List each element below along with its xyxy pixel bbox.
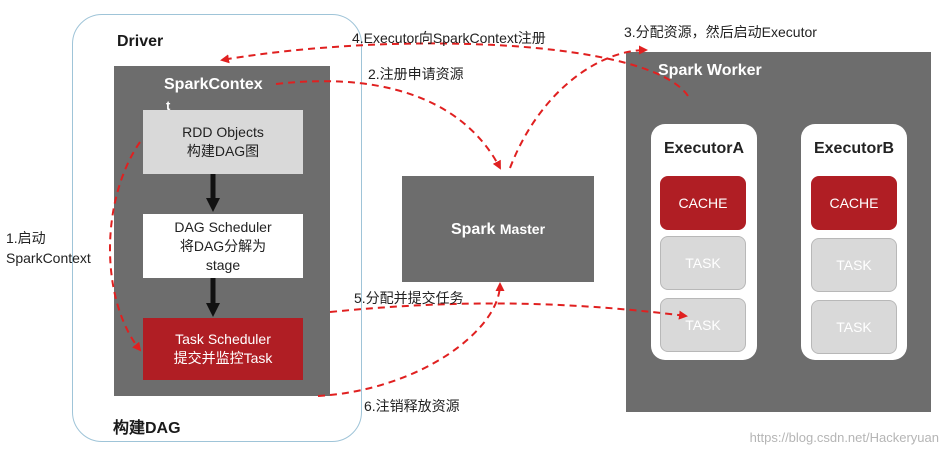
executor-b-cache: CACHE: [811, 176, 897, 230]
dag-line-3: stage: [205, 256, 241, 273]
spark-master-label: Spark Master: [451, 220, 545, 239]
task-line-1: Task Scheduler: [175, 331, 271, 347]
spark-master-label-b: Master: [499, 220, 546, 237]
executor-a-title: ExecutorA: [663, 140, 745, 157]
executor-b-title: ExecutorB: [813, 140, 895, 157]
executor-b: ExecutorB CACHE TASK TASK: [801, 124, 907, 360]
step1-label-line1: 1.启动: [6, 230, 46, 246]
executor-a: ExecutorA CACHE TASK TASK: [651, 124, 757, 360]
task-line-2: 提交并监控Task: [173, 350, 273, 366]
dag-line-2: 将DAG分解为: [179, 237, 267, 254]
step1-label-line2: SparkContext: [6, 250, 91, 266]
executor-a-task-1: TASK: [660, 236, 746, 290]
executor-a-task-2: TASK: [660, 298, 746, 352]
step1-arrow: [109, 141, 142, 352]
step4-label: 4.Executor向SparkContext注册: [352, 30, 546, 46]
step6-arrow: [317, 282, 505, 397]
rdd-line-2: 构建DAG图: [186, 143, 260, 159]
executor-a-cache: CACHE: [660, 176, 746, 230]
executor-b-task-1: TASK: [811, 238, 897, 292]
spark-master-label-a: Spark: [450, 220, 496, 238]
step2-label: 2.注册申请资源: [368, 66, 464, 82]
driver-footer: 构建DAG: [113, 420, 181, 437]
spark-context-title: SparkContex: [164, 76, 263, 93]
spark-worker-title: Spark Worker: [658, 62, 762, 79]
task-scheduler-box: Task Scheduler 提交并监控Task: [143, 318, 303, 380]
executor-b-task-2: TASK: [811, 300, 897, 354]
spark-context-title-tail: t: [166, 98, 171, 113]
rdd-objects-box: RDD Objects 构建DAG图: [143, 110, 303, 174]
step6-label: 6.注销释放资源: [364, 398, 460, 414]
step5-label: 5.分配并提交任务: [354, 290, 464, 306]
driver-title: Driver: [117, 33, 164, 50]
step3-arrow: [509, 45, 648, 169]
watermark: https://blog.csdn.net/Hackeryuan: [749, 430, 939, 445]
step2-arrow: [275, 80, 501, 170]
step4-arrow: [220, 42, 689, 97]
step3-label: 3.分配资源，然后启动Executor: [624, 24, 817, 40]
dag-line-1: DAG Scheduler: [174, 218, 272, 235]
spark-master-box: Spark Master: [402, 176, 594, 282]
rdd-line-1: RDD Objects: [182, 124, 264, 140]
dag-scheduler-box: DAG Scheduler 将DAG分解为 stage: [143, 214, 303, 278]
